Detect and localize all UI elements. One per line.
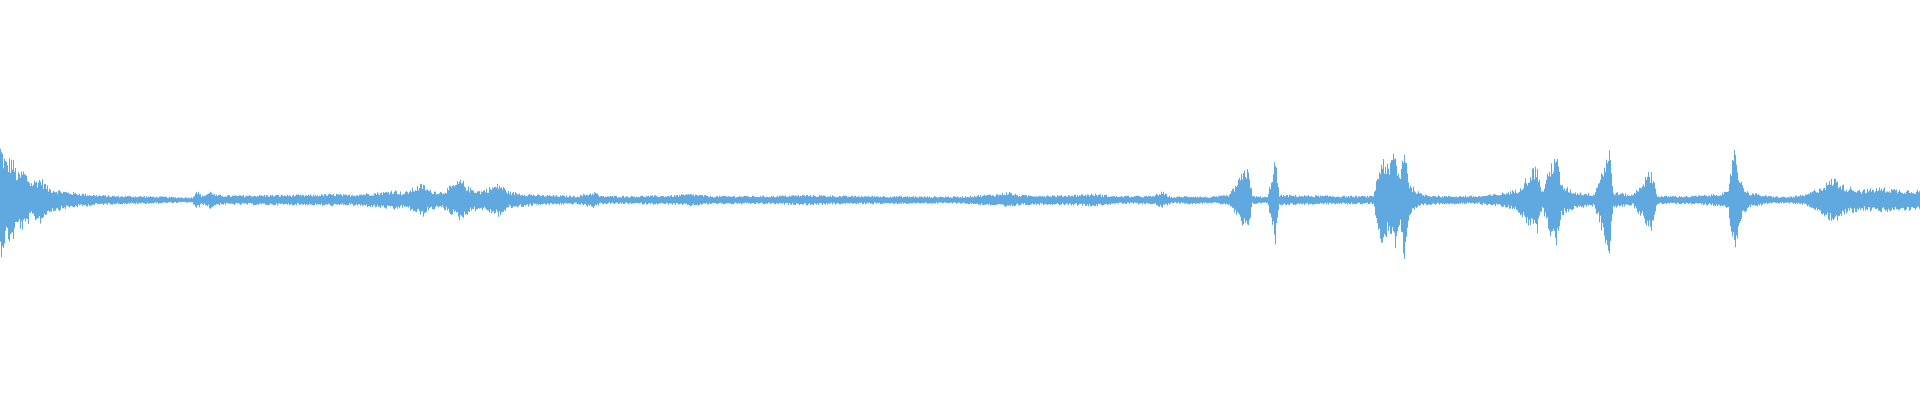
waveform-trace — [0, 148, 1920, 259]
waveform-samples — [0, 148, 1920, 259]
